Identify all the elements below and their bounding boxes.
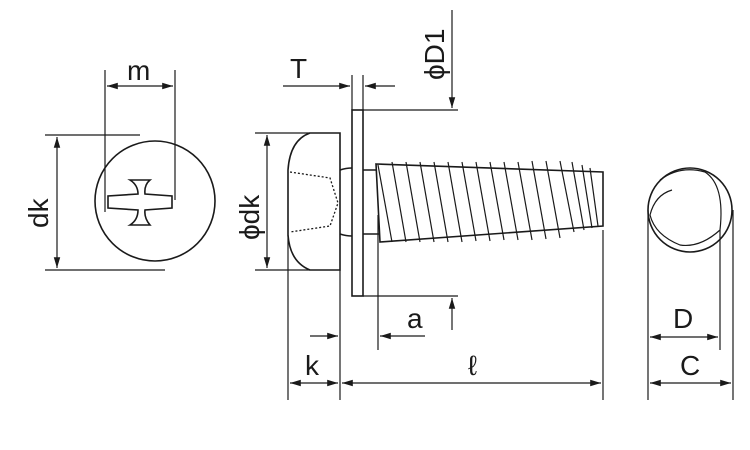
label-k: k	[305, 350, 320, 381]
front-view	[45, 70, 216, 271]
side-view	[255, 10, 604, 400]
label-T: T	[290, 53, 307, 84]
label-phidk: ϕdk	[234, 194, 265, 240]
label-l: ℓ	[468, 350, 477, 381]
cross-recess	[107, 179, 173, 226]
label-D: D	[673, 303, 693, 334]
label-phiD1: ϕD1	[419, 29, 450, 80]
label-m: m	[127, 55, 150, 86]
label-dk: dk	[23, 197, 54, 228]
threads	[377, 160, 599, 243]
end-view	[647, 167, 734, 400]
label-a: a	[407, 303, 423, 334]
label-C: C	[680, 350, 700, 381]
